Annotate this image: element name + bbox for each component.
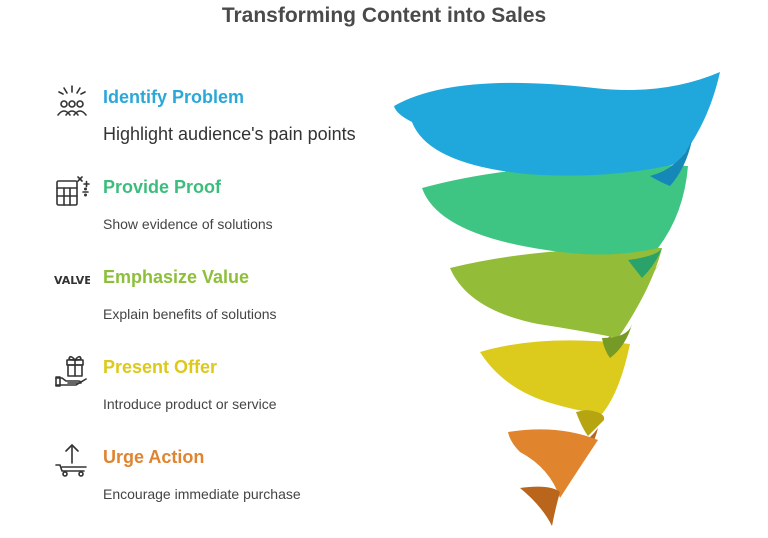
- step-description: Highlight audience's pain points: [103, 124, 356, 144]
- audience-icon: [57, 85, 87, 116]
- gift-hand-icon: [55, 355, 87, 387]
- valve-icon-text: VALVE: [54, 274, 90, 287]
- step-urge-action: Urge Action Encourage immediate purchase: [54, 442, 394, 512]
- page-title: Transforming Content into Sales: [221, 4, 547, 27]
- step-label: Present Offer: [103, 357, 218, 377]
- step-label: Emphasize Value: [103, 267, 250, 287]
- step-present-offer: Present Offer Introduce product or servi…: [54, 352, 394, 422]
- calculator-icon: [56, 176, 90, 206]
- step-label: Urge Action: [103, 447, 205, 467]
- step-description: Show evidence of solutions: [103, 216, 273, 232]
- step-label: Identify Problem: [103, 87, 245, 107]
- step-emphasize-value: VALVE Emphasize Value Explain benefits o…: [54, 262, 394, 332]
- step-description: Encourage immediate purchase: [103, 486, 301, 502]
- funnel-graphic: [394, 72, 720, 526]
- step-description: Explain benefits of solutions: [103, 306, 277, 322]
- step-identify-problem: Identify Problem Highlight audience's pa…: [54, 82, 394, 152]
- step-description: Introduce product or service: [103, 396, 277, 412]
- funnel-band-emphasize-value: [450, 247, 662, 358]
- valve-icon: VALVE: [54, 274, 90, 287]
- funnel-band-identify-problem: [394, 72, 720, 186]
- funnel-band-provide-proof: [422, 164, 688, 278]
- funnel-band-urge-action: [508, 428, 598, 526]
- funnel-band-present-offer: [480, 328, 630, 436]
- cart-upload-icon: [55, 444, 87, 477]
- step-provide-proof: Provide Proof Show evidence of solutions: [54, 172, 394, 242]
- step-label: Provide Proof: [103, 177, 222, 197]
